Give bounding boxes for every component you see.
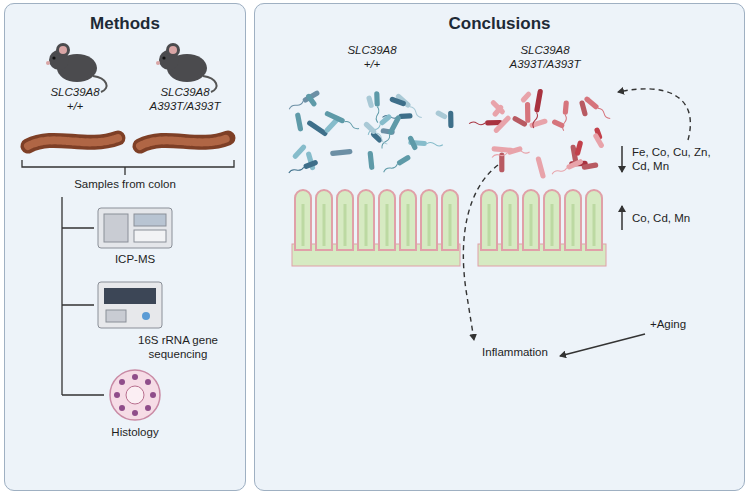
genotype-label: SLC39A8 +/+ — [342, 44, 402, 72]
method-label: ICP-MS — [90, 253, 180, 267]
dashed-arrow — [463, 165, 498, 340]
bacteria-cluster — [288, 90, 454, 176]
arrow-up — [621, 206, 623, 230]
arrow-down — [621, 146, 623, 172]
metal-list: Co, Cd, Mn — [632, 212, 732, 226]
intestine-villi — [292, 190, 606, 266]
panel: Conclusions — [254, 3, 745, 491]
metal-list: Fe, Co, Cu, Zn, Cd, Mn — [632, 146, 716, 174]
sample-label: Samples from colon — [25, 178, 225, 192]
mouse — [46, 43, 107, 92]
outcome-label: Inflammation — [460, 346, 570, 360]
mouse — [156, 43, 217, 92]
panel-ground — [254, 3, 745, 491]
method-label: Histology — [90, 426, 180, 440]
factor-label: +Aging — [633, 318, 703, 332]
icp-ms-icon — [98, 208, 172, 248]
genotype-label: SLC39A8 A393T/A393T — [509, 44, 581, 72]
genotype-label: SLC39A8 +/+ — [45, 86, 105, 114]
method-label: 16S rRNA gene sequencing — [113, 334, 243, 362]
panel: Methods — [4, 3, 246, 491]
bracket — [22, 160, 234, 175]
histology-icon — [110, 370, 160, 420]
panel-ground — [4, 3, 246, 491]
bacteria-cluster — [469, 89, 612, 180]
dashed-arrow — [618, 89, 690, 140]
sequencer-icon — [98, 282, 162, 328]
panel-title: Methods — [5, 14, 245, 34]
solid-arrow — [560, 334, 645, 356]
colon-tissue — [28, 138, 228, 146]
genotype-label: SLC39A8 A393T/A393T — [149, 86, 221, 114]
panel-title: Conclusions — [255, 14, 744, 34]
